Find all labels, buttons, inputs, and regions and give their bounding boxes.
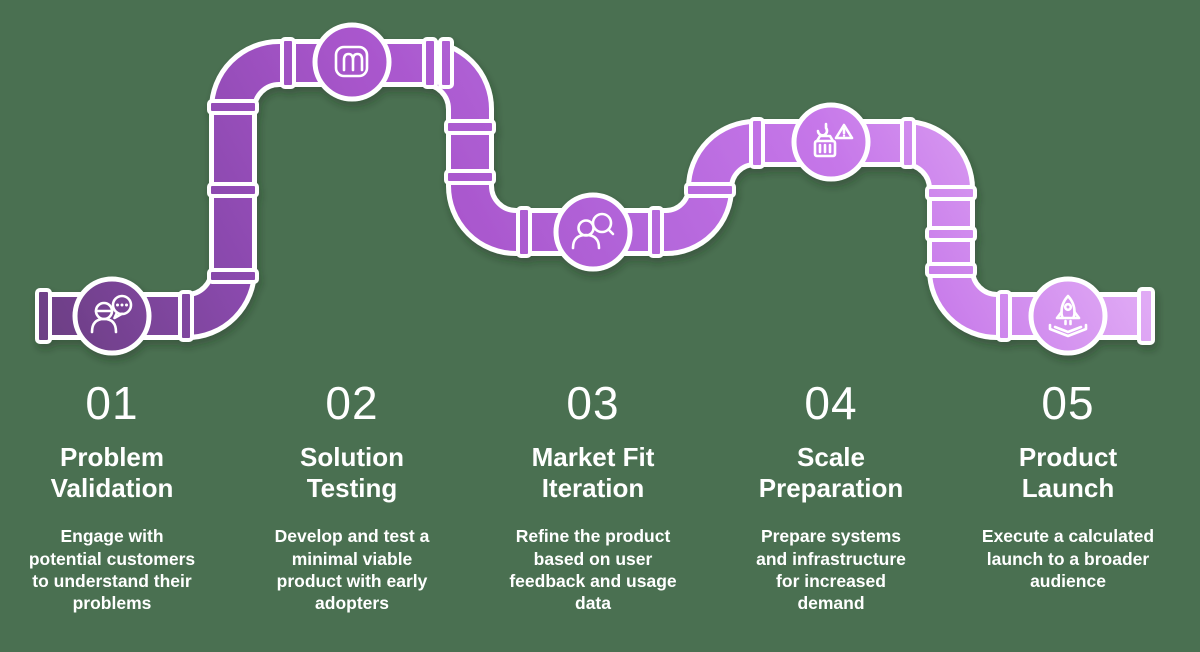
mvp-box-icon — [334, 45, 369, 78]
stage-title: Market Fit Iteration — [531, 442, 655, 504]
pipe-couplings — [35, 37, 1155, 345]
stage-5-node — [1028, 276, 1108, 356]
pipe-coupling — [422, 37, 438, 89]
rocket-launch-icon — [1048, 294, 1088, 338]
pipe-coupling — [900, 117, 916, 169]
customer-conversation-icon — [90, 294, 133, 334]
pipe-coupling — [207, 182, 259, 198]
stage-number: 01 — [85, 377, 139, 429]
stage-column-1: 01 Problem Validation Engage with potent… — [0, 380, 227, 614]
pipe-coupling — [444, 119, 496, 135]
pipe-coupling — [648, 206, 664, 258]
crane-warning-icon — [813, 122, 854, 158]
pipe-coupling — [178, 290, 194, 342]
pipe-coupling — [925, 185, 977, 201]
pipe-coupling — [438, 37, 454, 89]
pipe-casing — [38, 39, 1153, 340]
pipe-coupling — [925, 226, 977, 242]
stage-number: 02 — [325, 377, 379, 429]
pipe-end-cap — [1137, 287, 1155, 345]
stage-title: Scale Preparation — [758, 442, 904, 504]
stage-column-3: 03 Market Fit Iteration Refine the produ… — [478, 380, 708, 614]
pipe-coupling — [35, 288, 52, 344]
pipe-coupling — [207, 268, 259, 284]
stage-number: 04 — [804, 377, 858, 429]
stage-description: Execute a calculated launch to a broader… — [981, 526, 1155, 591]
stage-column-4: 04 Scale Preparation Prepare systems and… — [716, 380, 946, 614]
pipe-coupling — [280, 37, 296, 89]
pipe-coupling — [444, 169, 496, 185]
stage-description: Engage with potential customers to under… — [28, 526, 196, 614]
pipe-coupling — [925, 262, 977, 278]
stage-number: 05 — [1041, 377, 1095, 429]
pipe — [38, 44, 1153, 335]
user-research-icon — [571, 212, 615, 250]
stage-title: Product Launch — [1018, 442, 1118, 504]
stage-1-node — [72, 276, 152, 356]
stage-column-2: 02 Solution Testing Develop and test a m… — [237, 380, 467, 614]
pipe-coupling — [749, 117, 765, 169]
pipe-coupling — [684, 182, 736, 198]
stage-title: Solution Testing — [300, 442, 404, 504]
pipe-coupling — [996, 290, 1012, 342]
stage-description: Develop and test a minimal viable produc… — [274, 526, 430, 614]
stage-description: Prepare systems and infrastructure for i… — [756, 526, 906, 614]
pipe-coupling — [516, 206, 532, 258]
stage-title: Problem Validation — [50, 442, 174, 504]
stage-description: Refine the product based on user feedbac… — [509, 526, 677, 614]
pipe-coupling — [207, 99, 259, 115]
stage-column-5: 05 Product Launch Execute a calculated l… — [953, 380, 1183, 592]
stage-number: 03 — [566, 377, 620, 429]
